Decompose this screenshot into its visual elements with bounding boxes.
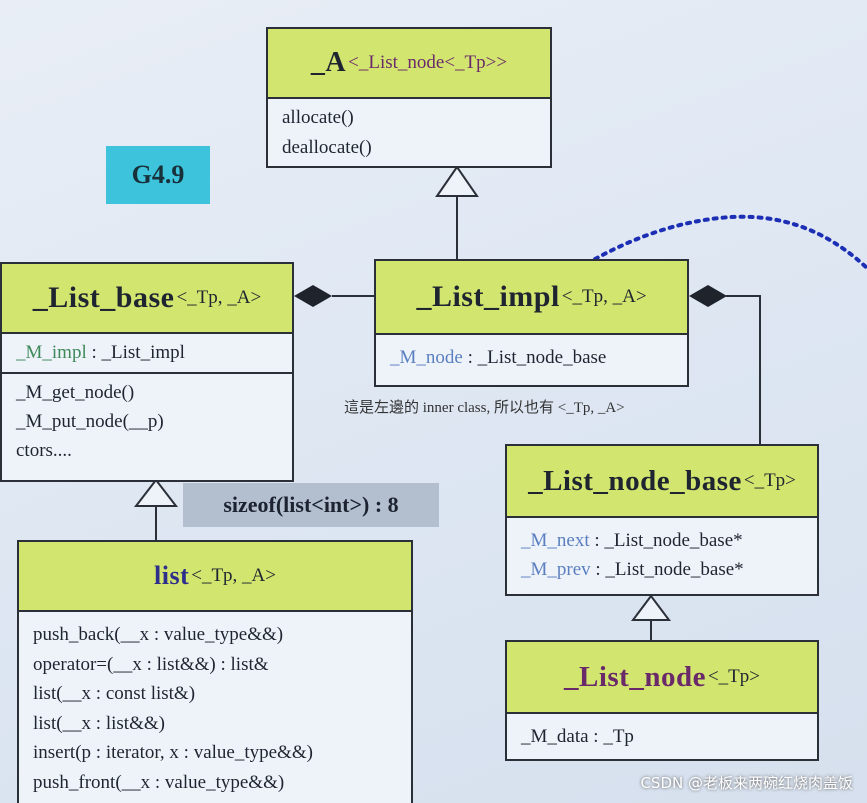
method-line: insert(p : iterator, x : value_type&&) <box>33 742 313 763</box>
list-impl-members: _M_node : _List_node_base <box>376 335 687 377</box>
method-line: push_back(__x : value_type&&) <box>33 624 284 645</box>
inner-class-note: 這是左邊的 inner class, 所以也有 <_Tp, _A> <box>344 400 625 416</box>
inheritance-arrow-base <box>133 478 179 507</box>
list-node-class-name: _List_node <box>563 660 706 693</box>
list-node-template-params: <_Tp> <box>707 666 761 687</box>
list-impl-class-box: _List_impl <_Tp, _A> _M_node : _List_nod… <box>374 259 689 387</box>
member-name: _M_prev <box>521 559 591 580</box>
impl-nodebase-line <box>726 295 761 446</box>
version-label: G4.9 <box>106 146 210 204</box>
list-class-name: list <box>154 561 190 590</box>
list-methods: push_back(__x : value_type&&) operator=(… <box>19 612 411 801</box>
list-node-base-class-name: _List_node_base <box>528 464 742 497</box>
version-text: G4.9 <box>131 160 185 189</box>
list-node-base-members: _M_next : _List_node_base* _M_prev : _Li… <box>507 518 817 588</box>
method-line: operator=(__x : list&&) : list& <box>33 653 269 675</box>
member-name: _M_next <box>521 530 590 551</box>
allocator-template-params: <_List_node<_Tp>> <box>348 52 508 73</box>
list-base-template-params: <_Tp, _A> <box>176 287 262 308</box>
list-node-header: _List_node <_Tp> <box>507 642 817 714</box>
method-line: list(__x : const list&) <box>33 683 196 704</box>
list-impl-template-params: <_Tp, _A> <box>561 286 647 307</box>
list-base-header: _List_base <_Tp, _A> <box>2 264 292 334</box>
member-name: _M_data <box>521 726 589 747</box>
list-impl-header: _List_impl <_Tp, _A> <box>376 261 687 335</box>
allocator-class-header: _A <_List_node<_Tp>> <box>268 29 550 99</box>
allocator-class-box: _A <_List_node<_Tp>> allocate() dealloca… <box>266 27 552 168</box>
method-line: list(__x : list&&) <box>33 712 165 734</box>
method-line: push_front(__x : value_type&&) <box>33 771 285 793</box>
list-base-class-name: _List_base <box>32 281 175 314</box>
inheritance-arrow-nodebase <box>631 594 671 621</box>
list-node-class-box: _List_node <_Tp> _M_data : _Tp <box>505 640 819 761</box>
member-type: : _Tp <box>588 726 634 747</box>
member-type: : _List_node_base* <box>589 530 743 551</box>
list-impl-class-name: _List_impl <box>416 280 560 313</box>
sizeof-label: sizeof(list<int>) : 8 <box>183 483 439 527</box>
allocator-class-name: _A <box>310 47 347 78</box>
method-line: _M_put_node(__p) <box>16 411 164 432</box>
list-node-base-class-box: _List_node_base <_Tp> _M_next : _List_no… <box>505 444 819 596</box>
member-line: _M_prev : _List_node_base* <box>521 555 803 584</box>
allocator-methods: allocate() deallocate() <box>268 99 550 167</box>
member-type: : _List_node_base <box>462 347 607 368</box>
list-base-methods: _M_get_node() _M_put_node(__p) ctors.... <box>2 372 292 469</box>
list-node-base-template-params: <_Tp> <box>743 470 796 491</box>
member-name: _M_impl <box>16 342 87 363</box>
list-class-box: list <_Tp, _A> push_back(__x : value_typ… <box>17 540 413 803</box>
sizeof-text: sizeof(list<int>) : 8 <box>223 492 399 517</box>
list-node-base-header: _List_node_base <_Tp> <box>507 446 817 518</box>
member-line: _M_next : _List_node_base* <box>521 526 803 555</box>
list-base-class-box: _List_base <_Tp, _A> _M_impl : _List_imp… <box>0 262 294 482</box>
composition-diamond-impl <box>689 285 727 307</box>
method-line: allocate() <box>282 107 354 128</box>
member-type: : _List_node_base* <box>590 559 744 580</box>
member-name: _M_node <box>390 347 463 368</box>
watermark: CSDN @老板来两碗红烧肉盖饭 <box>640 774 853 792</box>
list-header: list <_Tp, _A> <box>19 542 411 612</box>
list-node-members: _M_data : _Tp <box>507 714 817 756</box>
composition-diamond-base <box>294 285 332 307</box>
inheritance-arrow-alloc <box>435 165 479 197</box>
method-line: _M_get_node() <box>16 382 135 403</box>
list-template-params: <_Tp, _A> <box>191 565 276 586</box>
method-line: deallocate() <box>282 137 372 158</box>
list-base-members: _M_impl : _List_impl <box>2 334 292 372</box>
method-line: ctors.... <box>16 440 72 461</box>
member-type: : _List_impl <box>86 342 185 363</box>
